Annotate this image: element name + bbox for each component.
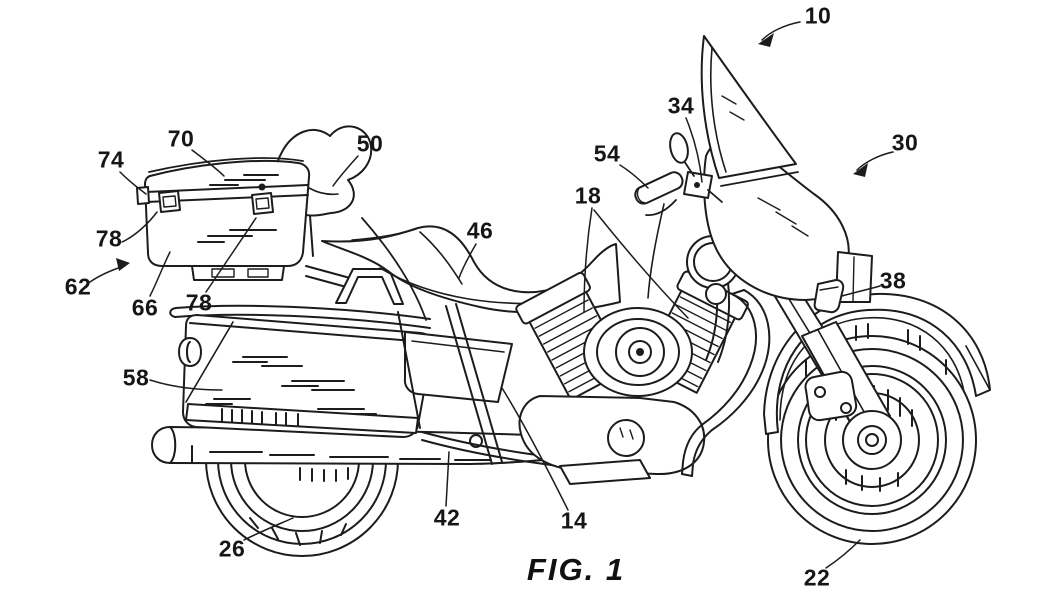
ref-label-46: 46 [466,217,494,244]
headlight-icon [686,235,740,305]
frame-tubes-icon [361,217,641,474]
handlebar-icon [634,171,723,299]
ref-label-66: 66 [131,294,159,321]
ref-label-18: 18 [574,182,602,209]
reflector-icon [813,279,845,314]
ref-label-10: 10 [804,2,832,29]
mirror-icon [669,132,695,177]
ref-label-62: 62 [64,273,92,300]
ref-label-30: 30 [891,129,919,156]
ref-label-50: 50 [356,130,384,157]
ref-label-78-b: 78 [185,289,213,316]
ref-label-38: 38 [879,267,907,294]
ref-label-26: 26 [218,535,246,562]
ref-label-78-a: 78 [95,225,123,252]
engine-icon [515,270,749,485]
windshield-icon [700,35,799,187]
ref-label-22: 22 [803,564,831,590]
front-hub-icon [842,410,902,470]
saddlebag-icon [169,304,434,438]
brake-caliper-icon [804,370,858,422]
ref-label-34: 34 [667,92,695,119]
ref-label-58: 58 [122,364,150,391]
ref-label-14: 14 [560,507,588,534]
ref-label-74: 74 [97,146,125,173]
top-box-icon [136,157,311,281]
ref-label-54: 54 [593,140,621,167]
ref-label-70: 70 [167,125,195,152]
leader-arrowheads [116,33,868,271]
ref-label-42: 42 [433,504,461,531]
fairing-icon [703,137,873,303]
figure-caption: FIG. 1 [526,552,626,587]
